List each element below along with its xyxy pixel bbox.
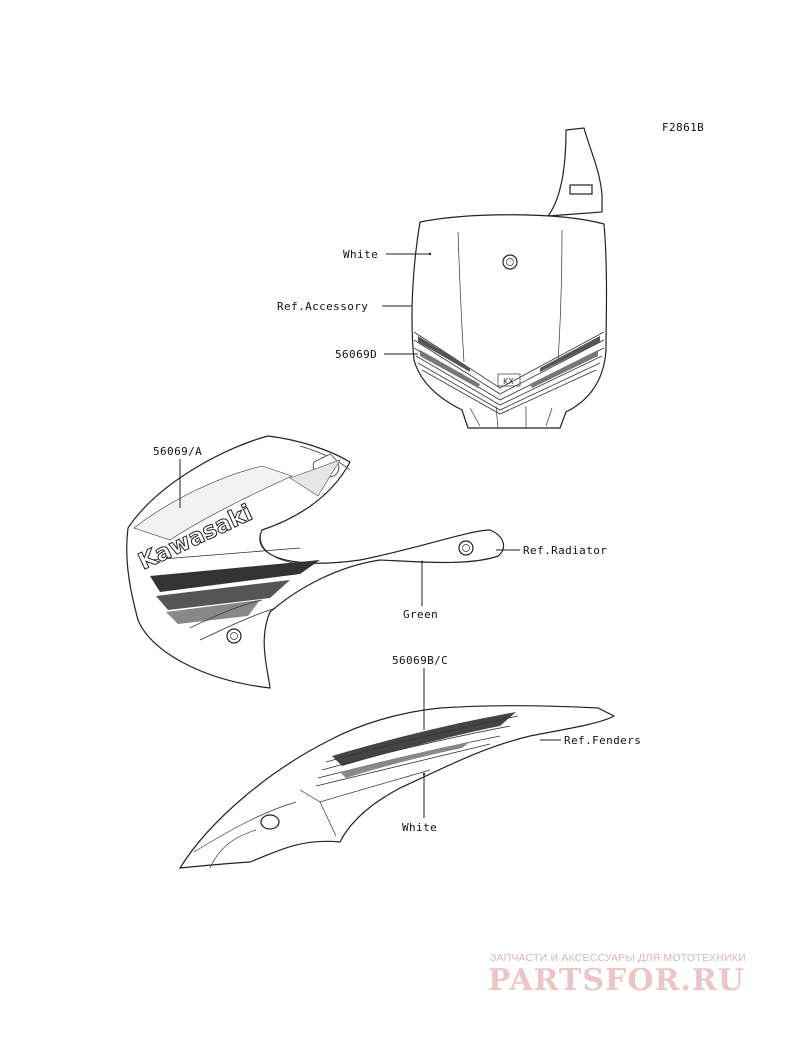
label-fender-color: White — [402, 821, 437, 834]
label-plate-color: White — [343, 248, 378, 261]
shroud-decal-graphic — [133, 453, 341, 641]
label-ref-fenders: Ref.Fenders — [564, 734, 641, 747]
plate-slot — [569, 184, 593, 195]
label-plate-decal: 56069D — [335, 348, 377, 361]
label-shroud-decal: 56069/A — [153, 445, 202, 458]
plate-mount-hole — [502, 254, 518, 270]
front-number-plate: KX — [411, 127, 608, 429]
shroud-mount-hole-right — [458, 540, 474, 556]
fender-stripe-decal — [315, 712, 519, 787]
plate-mark-text: KX — [503, 377, 514, 386]
radiator-shroud: Kawasaki — [126, 435, 505, 689]
label-ref-accessory: Ref.Accessory — [277, 300, 368, 313]
shroud-mount-hole-left — [226, 628, 242, 644]
label-shroud-color: Green — [403, 608, 438, 621]
watermark-logo: PARTSFOR.RU — [488, 963, 745, 998]
label-fender-decal: 56069B/C — [392, 654, 448, 667]
label-ref-radiator: Ref.Radiator — [523, 544, 607, 557]
watermark-tagline: ЗАПЧАСТИ И АКСЕССУАРЫ ДЛЯ МОТОТЕХНИКИ — [490, 952, 746, 964]
fender-mount-hole — [260, 814, 280, 830]
diagram-code: F2861B — [662, 121, 704, 134]
rear-fender — [178, 705, 616, 869]
plate-v-stripe-decal: KX — [413, 331, 605, 415]
